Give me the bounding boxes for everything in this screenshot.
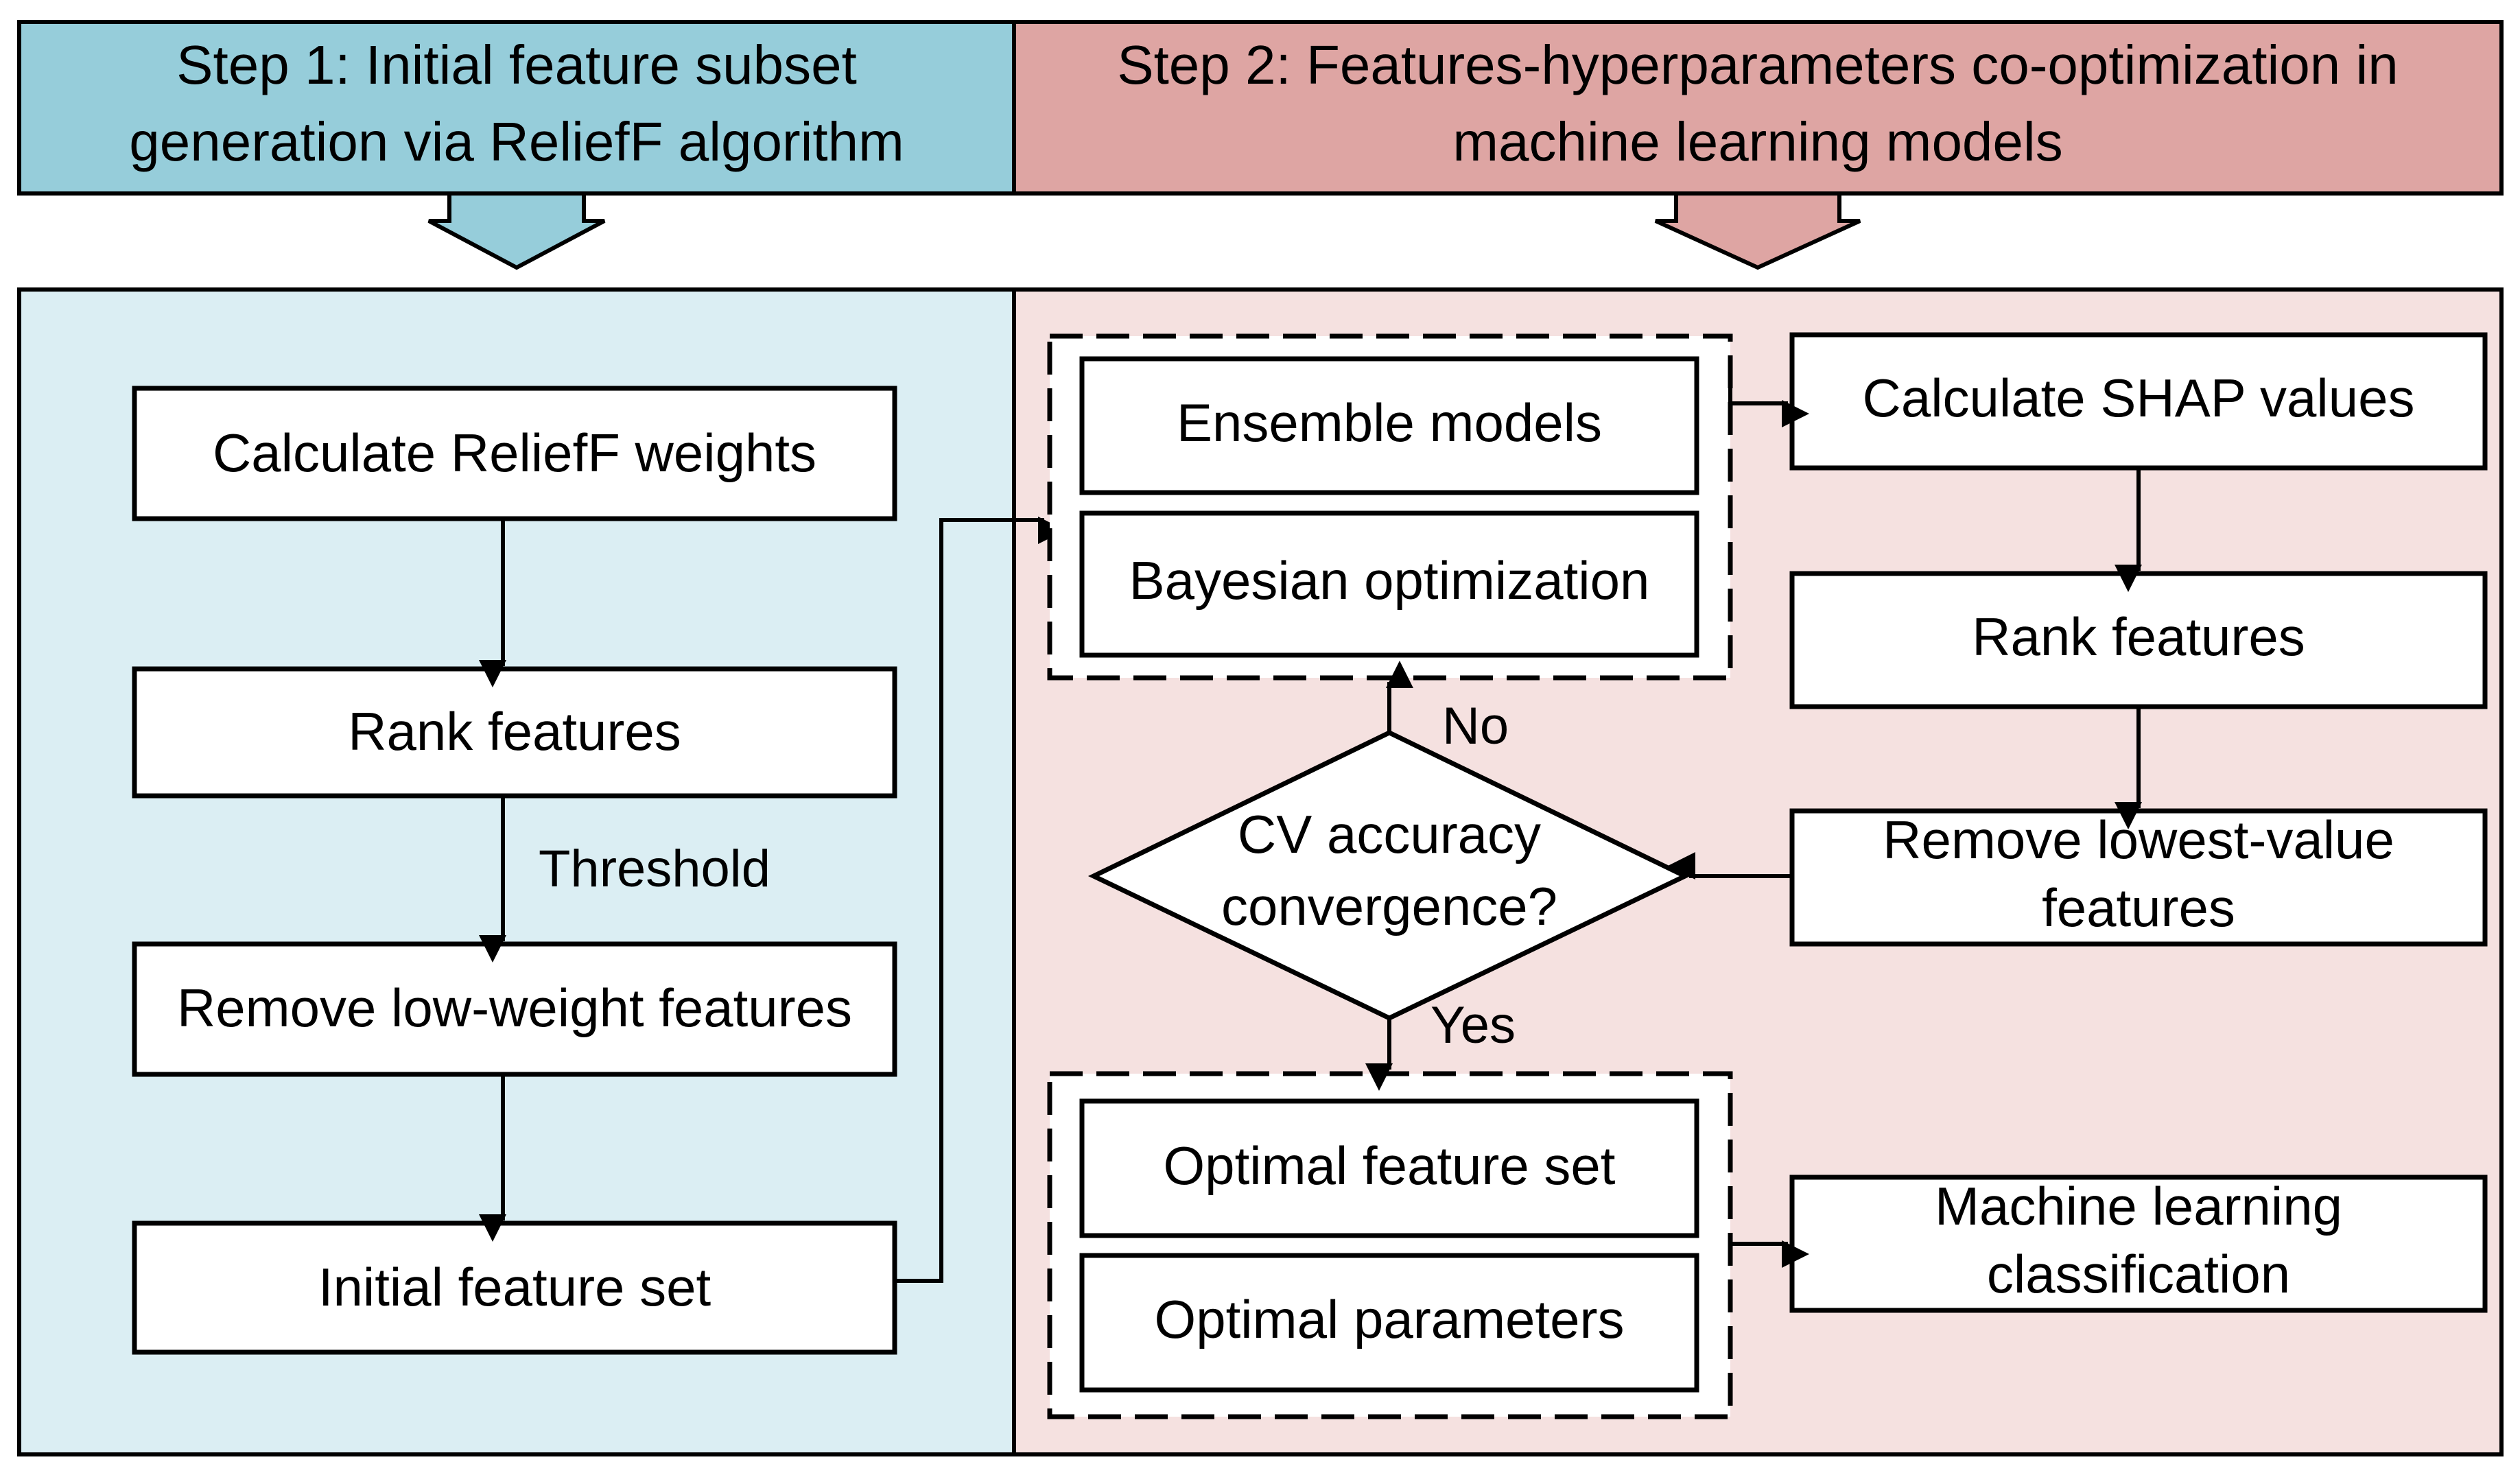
optimal-parameters-box bbox=[1079, 1253, 1699, 1393]
step1-header-line1: Step 1: Initial feature subset bbox=[176, 34, 857, 95]
calc-relieff-weights-label: Calculate ReliefF weights bbox=[213, 423, 816, 483]
ensemble-models-label: Ensemble models bbox=[1177, 392, 1602, 453]
threshold-label: Threshold bbox=[539, 840, 770, 898]
ml-classification-line1: Machine learning bbox=[1935, 1176, 2342, 1236]
bayesian-optimization-box bbox=[1079, 510, 1699, 658]
step1-header-line2: generation via ReliefF algorithm bbox=[129, 111, 904, 172]
rank-features-box-step1 bbox=[132, 666, 897, 799]
bayesian-optimization-label: Bayesian optimization bbox=[1129, 550, 1650, 611]
ml-classification-box bbox=[1789, 1175, 2488, 1313]
initial-feature-set-box bbox=[132, 1220, 897, 1355]
remove-low-weight-box bbox=[132, 941, 897, 1077]
ml-classification-line2: classification bbox=[1987, 1244, 2290, 1304]
ensemble-models-box bbox=[1079, 356, 1699, 495]
step2-down-arrow bbox=[1654, 191, 1861, 270]
arrow-initial-to-models bbox=[895, 517, 1065, 1283]
yes-label: Yes bbox=[1430, 996, 1516, 1054]
initial-feature-set-label: Initial feature set bbox=[318, 1257, 711, 1317]
step2-header-line1: Step 2: Features-hyperparameters co-opti… bbox=[1117, 34, 2399, 95]
step1-header bbox=[17, 20, 1016, 196]
optimal-feature-set-box bbox=[1079, 1098, 1699, 1238]
remove-lowest-value-line1: Remove lowest-value bbox=[1883, 810, 2394, 870]
step2-header bbox=[1012, 20, 2504, 196]
step1-down-arrow bbox=[427, 191, 606, 270]
calc-shap-box bbox=[1789, 332, 2488, 471]
optimal-parameters-label: Optimal parameters bbox=[1155, 1289, 1625, 1349]
decision-line1: CV accuracy bbox=[1238, 804, 1541, 864]
remove-lowest-value-line2: features bbox=[2042, 877, 2235, 938]
calc-shap-label: Calculate SHAP values bbox=[1863, 368, 2415, 428]
optimal-feature-set-label: Optimal feature set bbox=[1164, 1135, 1616, 1196]
remove-low-weight-label: Remove low-weight features bbox=[177, 978, 852, 1038]
calc-relieff-weights-box bbox=[132, 386, 897, 521]
rank-features-label-step1: Rank features bbox=[348, 701, 681, 762]
decision-line2: convergence? bbox=[1221, 876, 1557, 936]
rank-features-label-step2: Rank features bbox=[1972, 606, 2305, 667]
step2-header-line2: machine learning models bbox=[1452, 111, 2062, 172]
no-label: No bbox=[1442, 697, 1509, 755]
